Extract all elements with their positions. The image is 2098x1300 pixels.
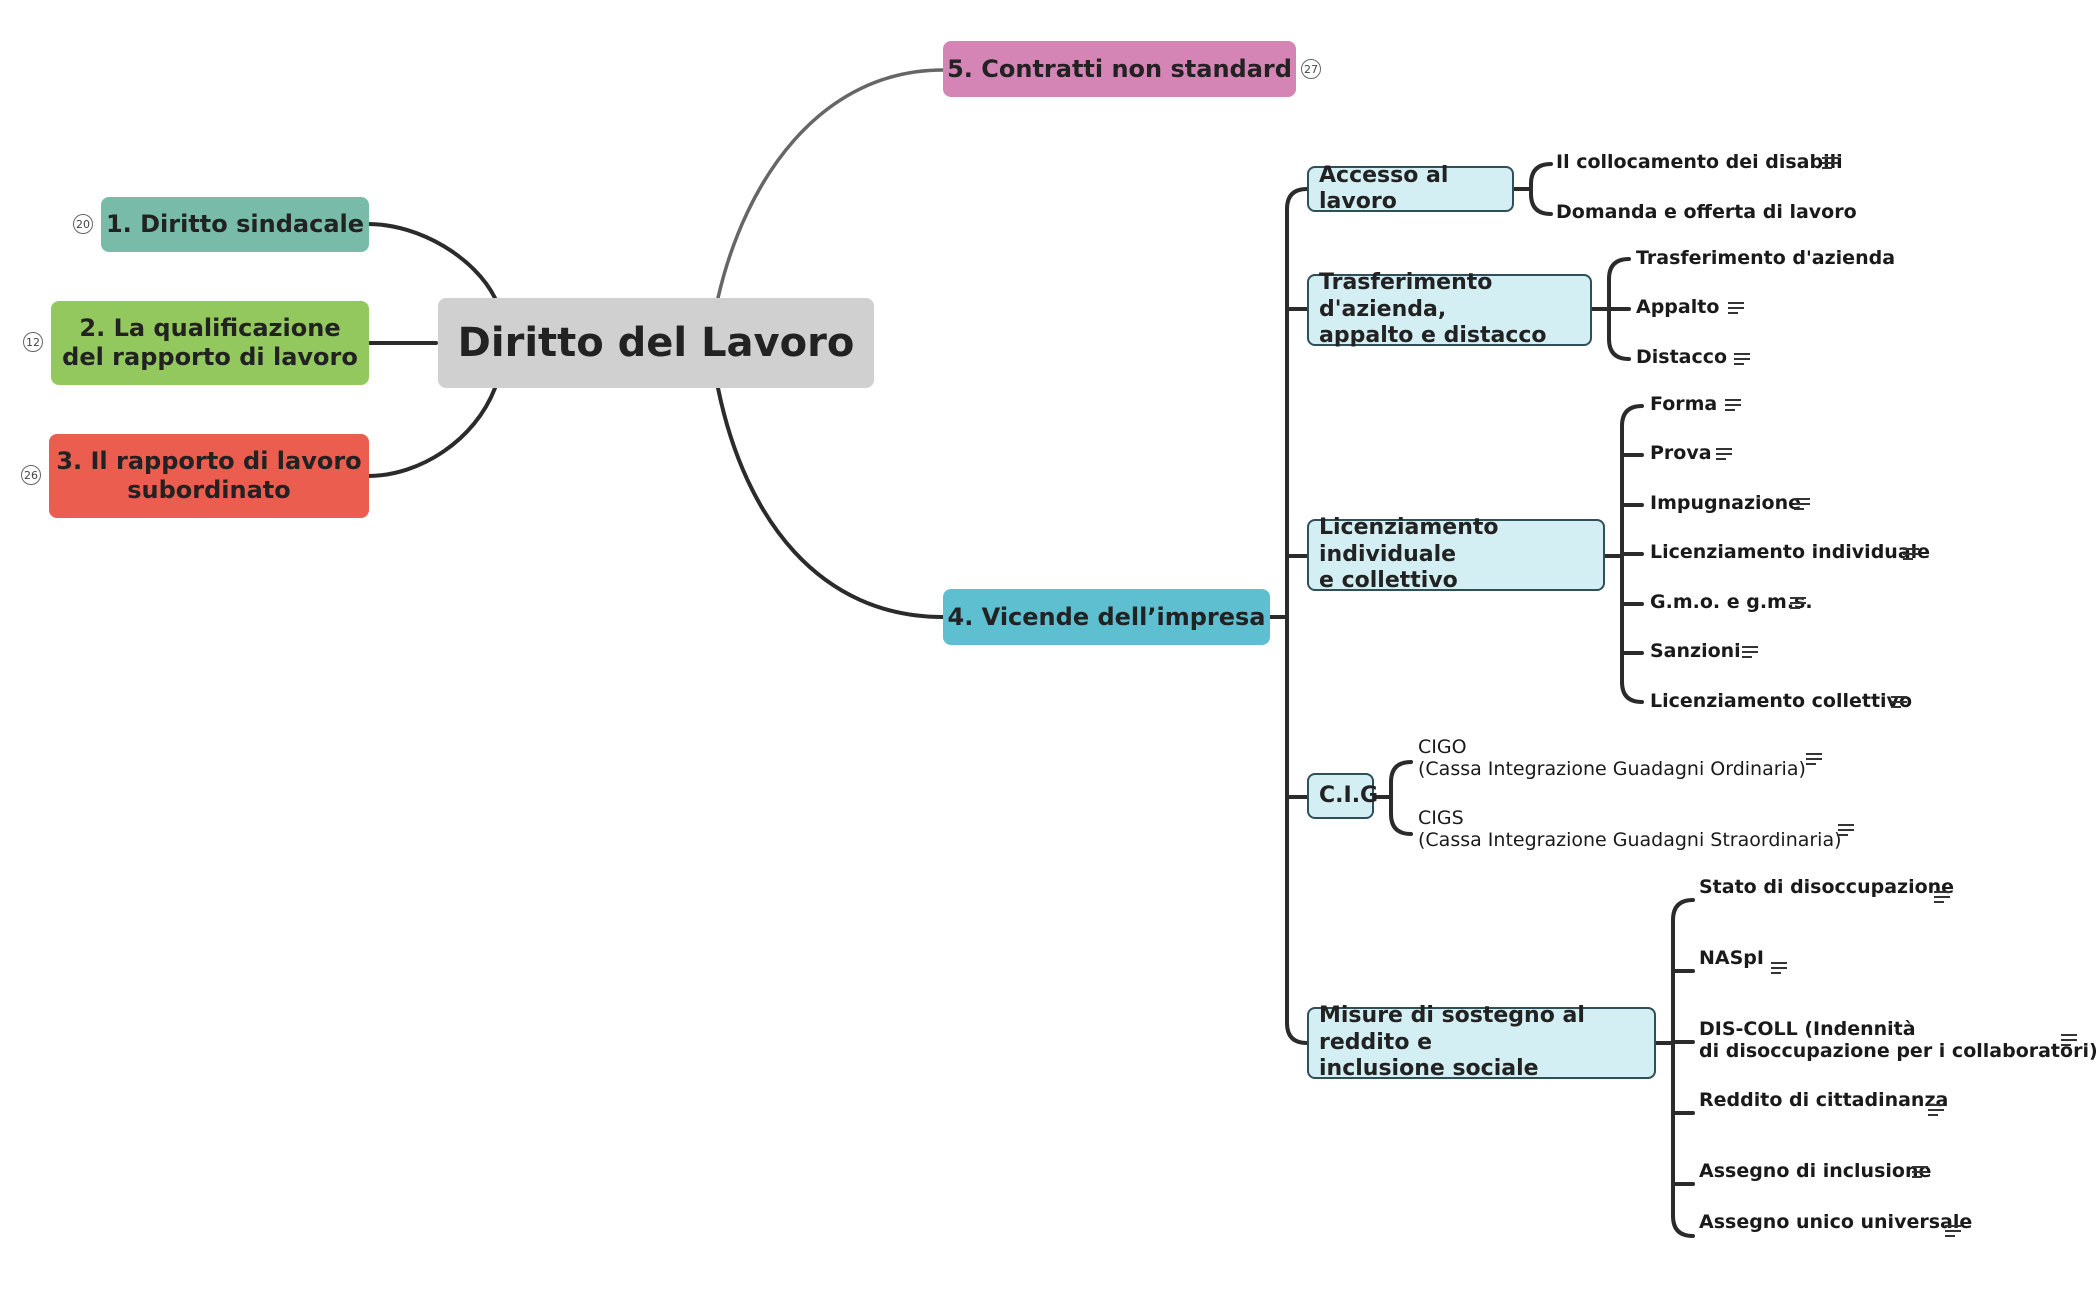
leaf-licenziamento-individuale[interactable]: Licenziamento individuale [1650,541,1931,563]
note-lines-icon[interactable] [1771,962,1787,974]
subtopic-trasferimento[interactable]: Trasferimento d'azienda, appalto e dista… [1307,270,1592,348]
topic-contratti-non-standard[interactable]: 5. Contratti non standard [943,41,1296,97]
topic-diritto-sindacale[interactable]: 1. Diritto sindacale [101,197,369,252]
leaf-distacco[interactable]: Distacco [1636,346,1728,368]
leaf-stato-disoccupazione[interactable]: Stato di disoccupazione [1699,876,1955,898]
leaf-collocamento-disabili[interactable]: Il collocamento dei disabili [1556,151,1843,173]
count-badge[interactable]: 26 [21,465,41,485]
leaf-prova[interactable]: Prova [1650,442,1712,464]
note-lines-icon[interactable] [2061,1034,2077,1046]
note-lines-icon[interactable] [1725,399,1741,411]
note-lines-icon[interactable] [1934,891,1950,903]
leaf-naspi[interactable]: NASpI [1699,947,1764,969]
topic-label: 4. Vicende dell’impresa [947,602,1266,631]
connector-accesso-children [1529,162,1553,216]
connector-topic-3 [366,386,497,478]
connector-subtopic-ticks [1285,307,1309,799]
topic-vicende-impresa[interactable]: 4. Vicende dell’impresa [943,589,1270,645]
leaf-domanda-offerta[interactable]: Domanda e offerta di lavoro [1556,201,1857,223]
note-lines-icon[interactable] [1794,498,1810,510]
count-badge[interactable]: 20 [73,214,93,234]
leaf-appalto[interactable]: Appalto [1636,296,1720,318]
note-lines-icon[interactable] [1822,157,1838,169]
note-lines-icon[interactable] [1945,1225,1961,1237]
leaf-assegno-unico[interactable]: Assegno unico universale [1699,1211,1973,1233]
connector-topic-5 [716,68,945,300]
note-lines-icon[interactable] [1734,353,1750,365]
note-lines-icon[interactable] [1806,753,1822,765]
connector-topic-1 [366,222,497,300]
note-lines-icon[interactable] [1790,597,1806,609]
leaf-licenziamento-collettivo[interactable]: Licenziamento collettivo [1650,690,1912,712]
note-lines-icon[interactable] [1838,824,1854,836]
subtopic-accesso-al-lavoro[interactable]: Accesso al lavoro [1307,163,1514,214]
note-lines-icon[interactable] [1903,548,1919,560]
note-lines-icon[interactable] [1742,646,1758,658]
connector-misure-children [1671,898,1695,1238]
topic-label: 5. Contratti non standard [947,54,1292,83]
leaf-dis-coll[interactable]: DIS-COLL (Indennità di disoccupazione pe… [1699,1018,2098,1062]
note-lines-icon[interactable] [1891,696,1907,708]
root-node[interactable]: Diritto del Lavoro [438,298,874,388]
topic-label: 1. Diritto sindacale [105,210,365,239]
leaf-gmo-gms[interactable]: G.m.o. e g.m.s. [1650,591,1813,613]
connector-cig-children [1389,760,1413,836]
note-lines-icon[interactable] [1728,302,1744,314]
leaf-sanzioni[interactable]: Sanzioni [1650,640,1741,662]
subtopic-misure-sostegno[interactable]: Misure di sostegno al reddito e inclusio… [1307,1003,1656,1081]
connector-licenziamento-children [1620,404,1644,704]
leaf-cigs[interactable]: CIGS (Cassa Integrazione Guadagni Straor… [1418,807,1842,851]
leaf-cigo[interactable]: CIGO (Cassa Integrazione Guadagni Ordina… [1418,736,1806,780]
note-lines-icon[interactable] [1928,1104,1944,1116]
topic-qualificazione[interactable]: 2. La qualificazione del rapporto di lav… [51,301,369,385]
connector-subtopic-spine [1285,187,1309,1045]
count-badge[interactable]: 27 [1301,59,1321,79]
topic-label: 3. Il rapporto di lavoro subordinato [56,447,362,504]
leaf-assegno-inclusione[interactable]: Assegno di inclusione [1699,1160,1932,1182]
leaf-trasferimento-azienda[interactable]: Trasferimento d'azienda [1636,247,1896,269]
connector-trasferimento-children [1607,257,1631,361]
subtopic-cig[interactable]: C.I.G [1307,773,1378,819]
note-lines-icon[interactable] [1912,1166,1928,1178]
leaf-impugnazione[interactable]: Impugnazione [1650,492,1801,514]
connector-topic-4 [716,386,945,619]
note-lines-icon[interactable] [1716,448,1732,460]
topic-label: 2. La qualificazione del rapporto di lav… [62,314,358,371]
leaf-forma[interactable]: Forma [1650,393,1718,415]
leaf-reddito-cittadinanza[interactable]: Reddito di cittadinanza [1699,1089,1949,1111]
topic-rapporto-subordinato[interactable]: 3. Il rapporto di lavoro subordinato [49,434,369,518]
subtopic-licenziamento[interactable]: Licenziamento individuale e collettivo [1307,515,1605,593]
count-badge[interactable]: 12 [23,332,43,352]
root-label: Diritto del Lavoro [457,320,855,366]
